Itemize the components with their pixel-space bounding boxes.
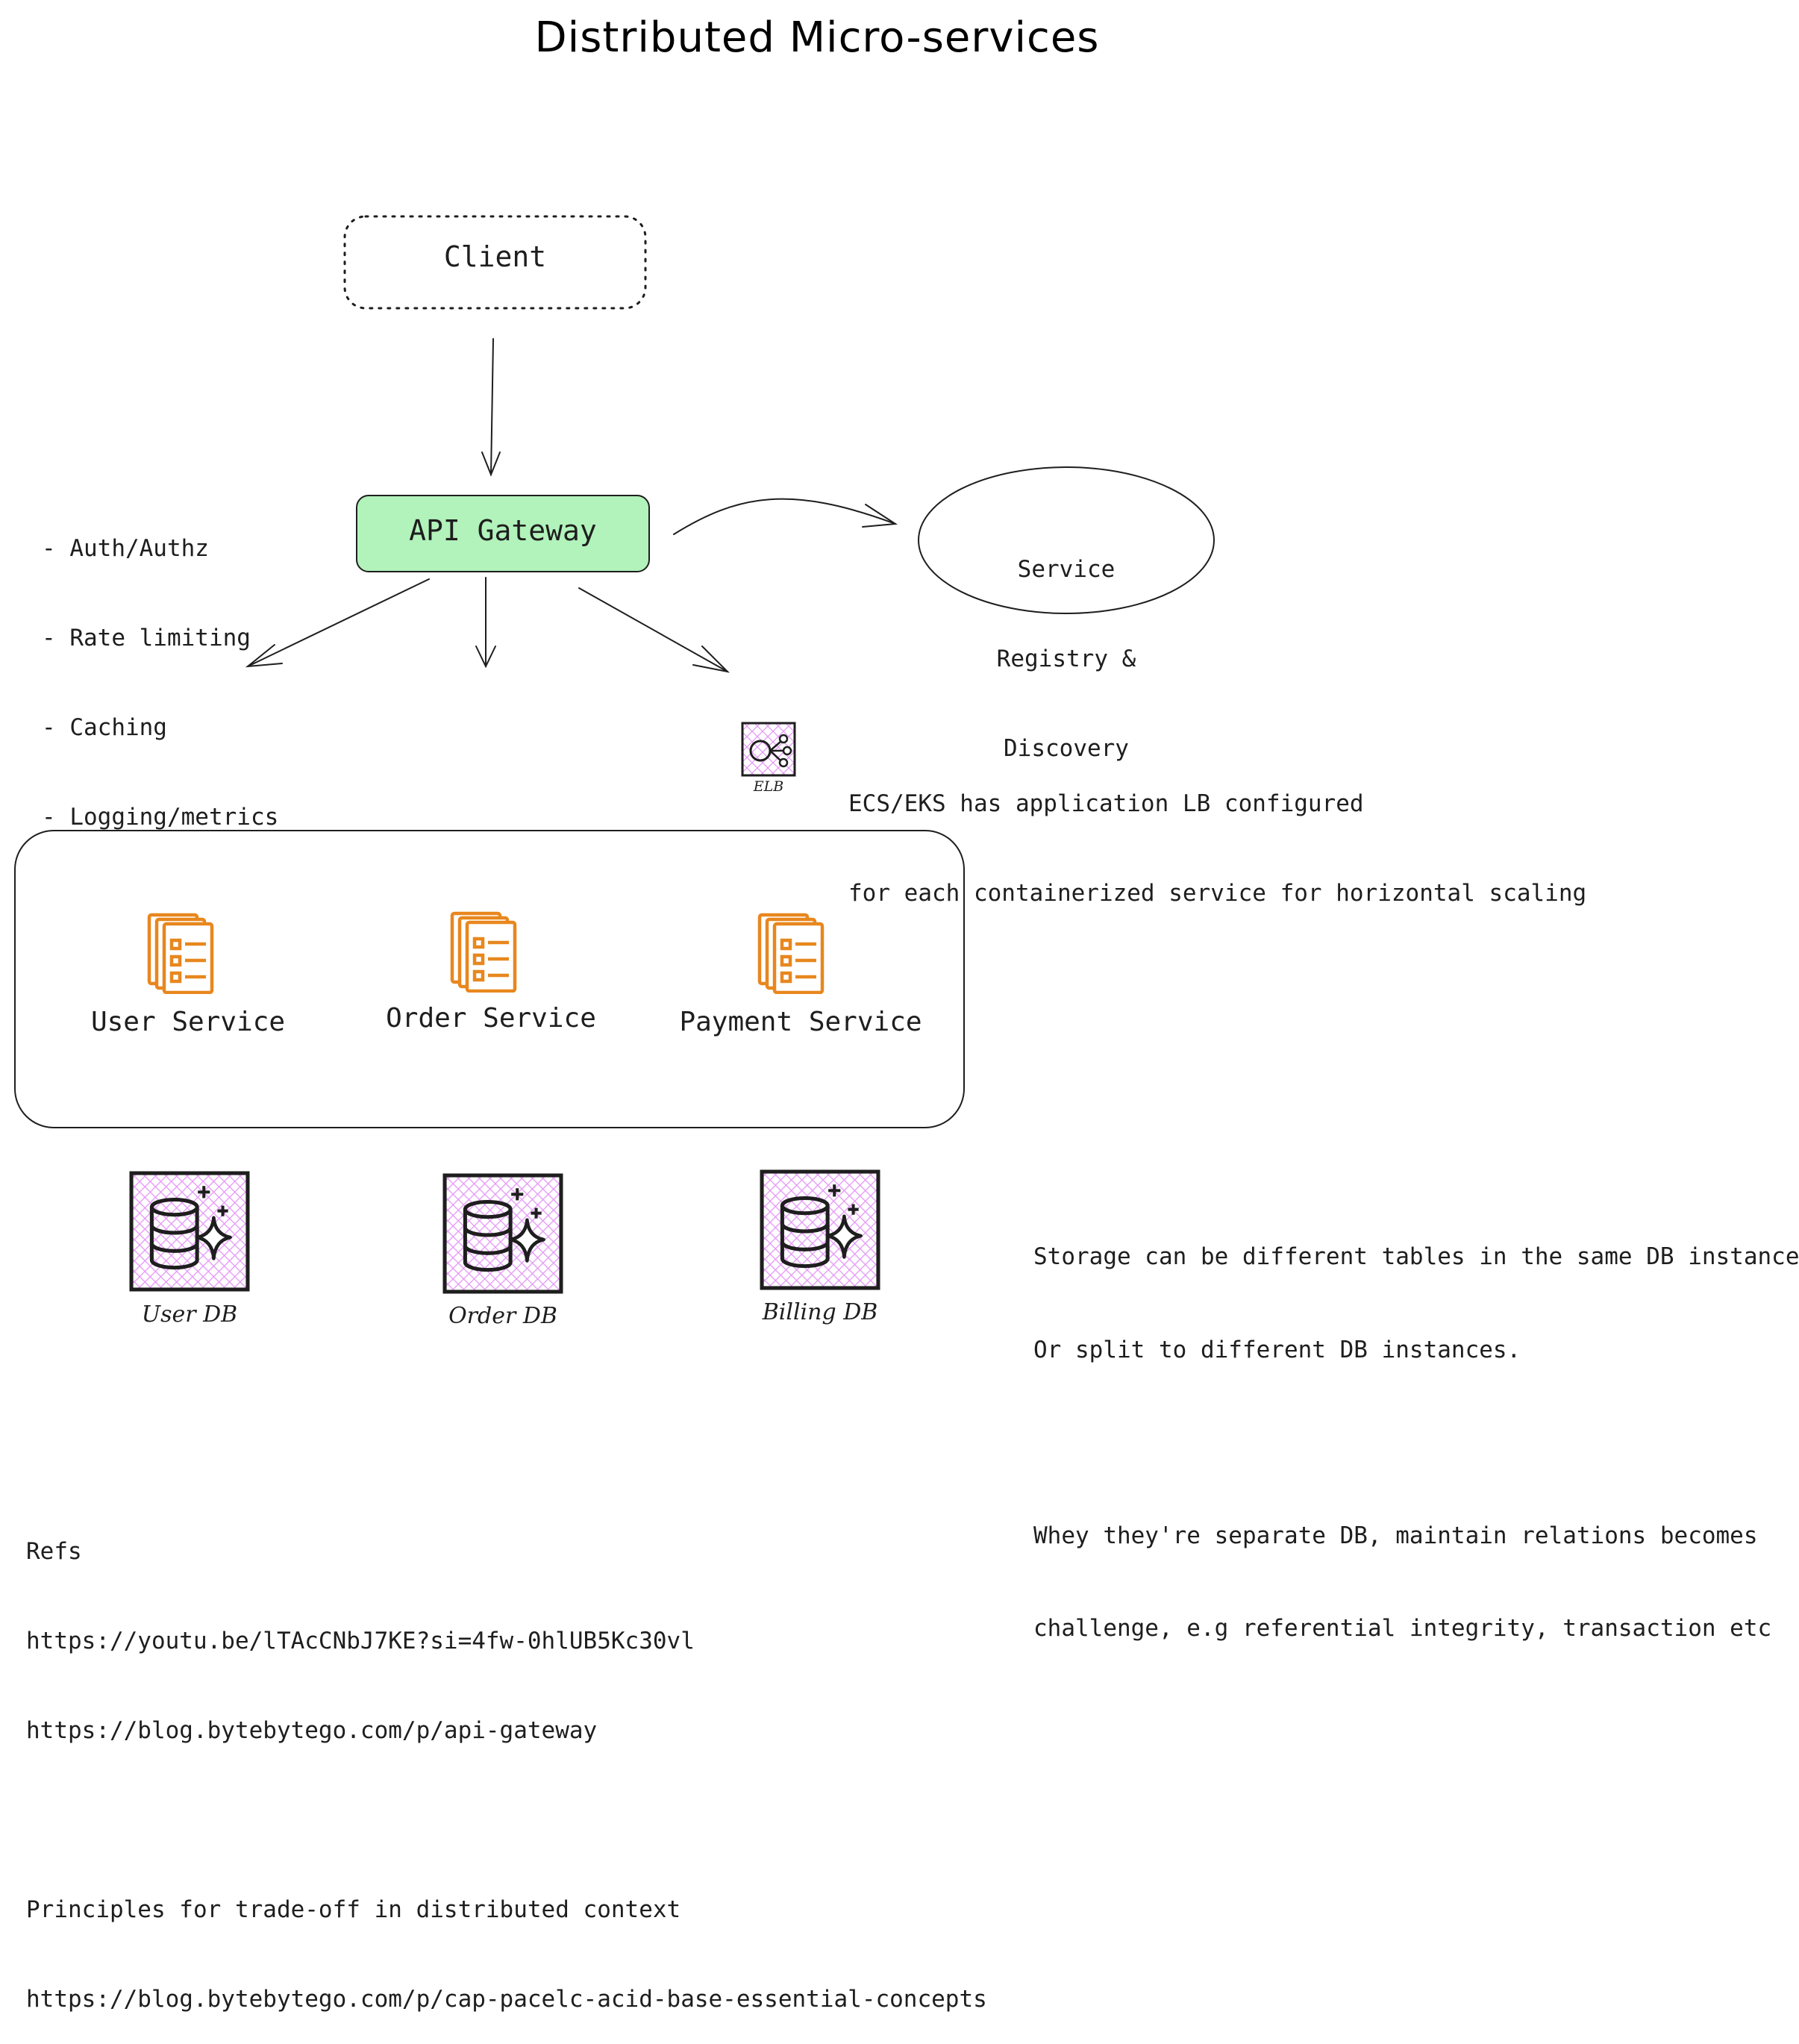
refs-section: Refs https://youtu.be/lTAcCNbJ7KE?si=4fw…	[26, 1477, 987, 2044]
feature-auth: - Auth/Authz	[42, 535, 209, 562]
diagram-canvas	[14, 215, 1215, 1672]
ref-link-youtube[interactable]: https://youtu.be/lTAcCNbJ7KE?si=4fw-0hlU…	[26, 1628, 695, 1654]
order-db-label: Order DB	[448, 1303, 557, 1329]
services-container	[14, 830, 965, 1128]
order-service-icon	[452, 913, 515, 991]
arrow-client-to-gateway	[481, 338, 501, 477]
elb-note: ECS/EKS has application LB configured fo…	[848, 790, 1587, 907]
service-registry-label: Service Registry & Discovery	[996, 556, 1136, 762]
storage-note: Storage can be different tables in the s…	[1033, 1243, 1799, 1642]
payment-service-icon	[760, 915, 822, 993]
refs-heading: Refs	[26, 1538, 82, 1565]
api-gateway-box	[356, 495, 650, 572]
ref-link-cap-pacelc[interactable]: https://blog.bytebytego.com/p/cap-pacelc…	[26, 1986, 987, 2013]
diagram-title: Distributed Micro-services	[534, 13, 1100, 62]
service-registry-ellipse	[918, 466, 1215, 614]
client-label: Client	[443, 240, 547, 273]
ref-link-api-gateway[interactable]: https://blog.bytebytego.com/p/api-gatewa…	[26, 1717, 598, 1744]
user-db-label: User DB	[141, 1301, 238, 1328]
payment-service-label: Payment Service	[679, 1007, 922, 1037]
user-db-icon	[131, 1173, 248, 1290]
feature-logging: - Logging/metrics	[42, 804, 279, 831]
user-service-label: User Service	[90, 1007, 286, 1037]
arrow-gateway-to-registry	[673, 498, 898, 535]
billing-db-label: Billing DB	[762, 1299, 878, 1325]
feature-rate-limiting: - Rate limiting	[42, 625, 251, 651]
elb-icon	[741, 722, 796, 777]
gateway-features: - Auth/Authz - Rate limiting - Caching -…	[42, 474, 278, 862]
user-service-icon	[149, 915, 212, 993]
feature-caching: - Caching	[42, 714, 167, 741]
order-db-icon	[445, 1175, 561, 1292]
arrows-gateway-to-services	[245, 577, 730, 673]
order-service-label: Order Service	[386, 1003, 596, 1034]
client-box	[343, 215, 647, 310]
billing-db-icon	[762, 1172, 878, 1288]
api-gateway-label: API Gateway	[409, 514, 597, 547]
elb-label: ELB	[753, 778, 784, 795]
principles-heading: Principles for trade-off in distributed …	[26, 1896, 681, 1923]
